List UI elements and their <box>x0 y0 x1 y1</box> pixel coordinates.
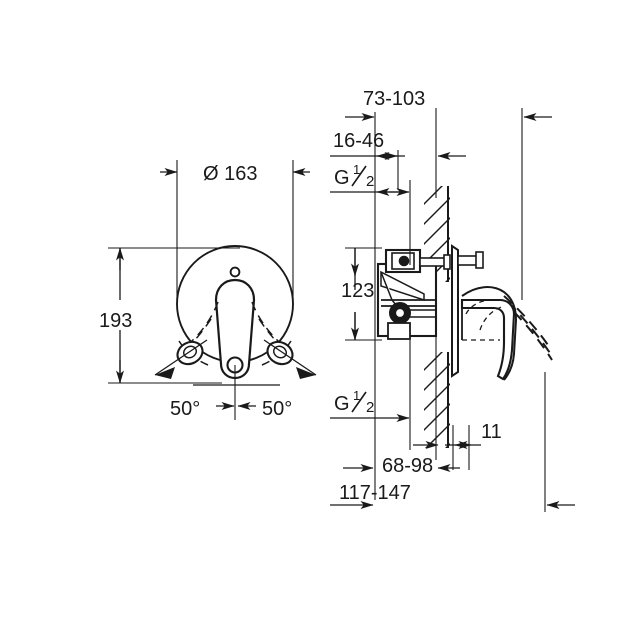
label-offset-16-46: 16-46 <box>333 130 384 152</box>
dim-68-98 <box>343 441 460 472</box>
side-view-extension-lines <box>345 108 546 512</box>
lever-handle-front <box>214 278 256 380</box>
label-thread-top: G 1 2 <box>334 162 374 190</box>
label-depth-73-103: 73-103 <box>363 88 425 110</box>
screw-hole <box>229 266 241 278</box>
dim-angle-right-50 <box>235 339 317 386</box>
handle-end-knob-right <box>266 340 294 366</box>
label-thread-bottom-numerator: 1 <box>353 388 360 403</box>
dim-top-right-arrows <box>437 113 552 160</box>
label-angle-right-50: 50° <box>262 398 292 420</box>
dim-73-103-right-arrow <box>376 152 405 196</box>
label-thread-bottom-denominator: 2 <box>366 399 374 416</box>
label-diameter-163: Ø 163 <box>203 163 257 185</box>
front-view-extension-lines <box>108 160 294 420</box>
label-height-193: 193 <box>99 310 132 332</box>
valve-body <box>376 248 451 340</box>
escutcheon-plate-side <box>451 244 484 378</box>
label-center-height-123: 123 <box>341 280 374 302</box>
dimension-labels: Ø 163 193 50° 50° 73-103 16-46 G 1 2 123… <box>99 88 502 504</box>
lever-open-position-ghost <box>503 295 553 361</box>
dim-angle-left-50 <box>154 339 235 386</box>
front-view-geometry <box>176 245 294 380</box>
label-thread-top-g: G <box>334 167 350 189</box>
lever-handle-side <box>460 286 518 381</box>
label-thread-bottom: G 1 2 <box>334 388 374 416</box>
label-angle-left-50: 50° <box>170 398 200 420</box>
label-depth-68-98: 68-98 <box>382 455 433 477</box>
label-thread-bottom-g: G <box>334 393 350 415</box>
label-depth-117-147: 117-147 <box>339 482 411 504</box>
label-plate-thickness-11: 11 <box>481 421 502 443</box>
label-thread-top-numerator: 1 <box>353 162 360 177</box>
label-thread-top-denominator: 2 <box>366 173 374 190</box>
